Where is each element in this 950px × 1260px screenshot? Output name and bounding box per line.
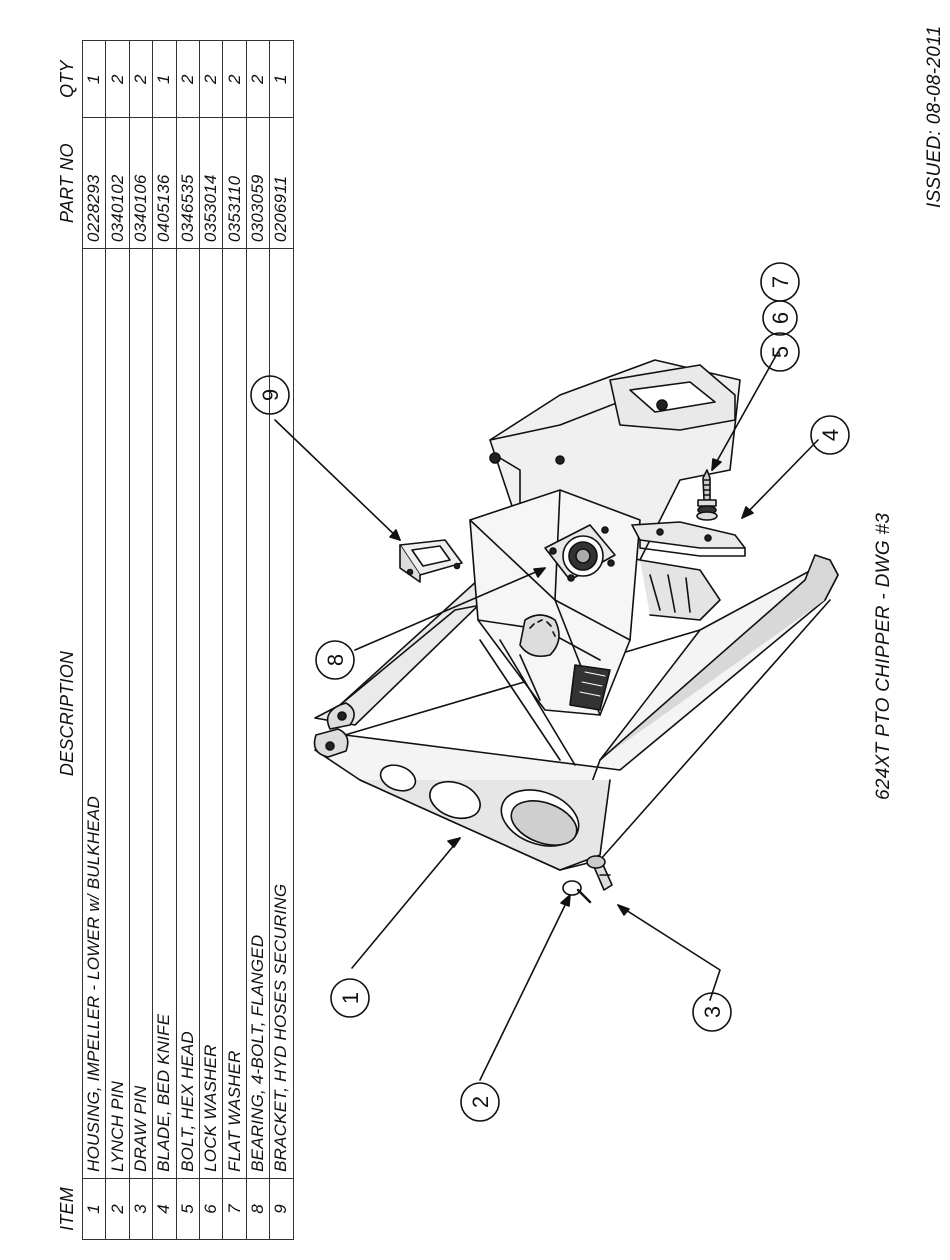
svg-text:1: 1 [338,992,363,1004]
flanged-bearing [544,524,616,582]
callout-7: 7 [760,262,800,302]
svg-text:8: 8 [323,654,348,666]
svg-text:6: 6 [768,312,793,324]
svg-text:9: 9 [258,389,283,401]
callout-3: 3 [692,992,732,1032]
lynch-pin [562,880,592,904]
svg-text:3: 3 [700,1006,725,1018]
callout-1: 1 [330,978,370,1018]
callout-6: 6 [762,300,798,336]
svg-text:2: 2 [468,1096,493,1108]
callout-4: 4 [810,415,850,455]
leader-lines [274,351,819,1081]
callout-5: 5 [760,332,800,372]
draw-pin [586,855,613,891]
callout-2: 2 [460,1082,500,1122]
callout-8: 8 [315,640,355,680]
bolt-washer-stack [696,469,718,521]
callout-9: 9 [250,375,290,415]
svg-text:7: 7 [768,276,793,288]
svg-text:5: 5 [768,346,793,358]
bed-knife-blade [631,521,746,557]
svg-text:4: 4 [818,429,843,441]
hyd-hose-bracket [399,539,463,583]
impeller-housing [313,359,839,871]
